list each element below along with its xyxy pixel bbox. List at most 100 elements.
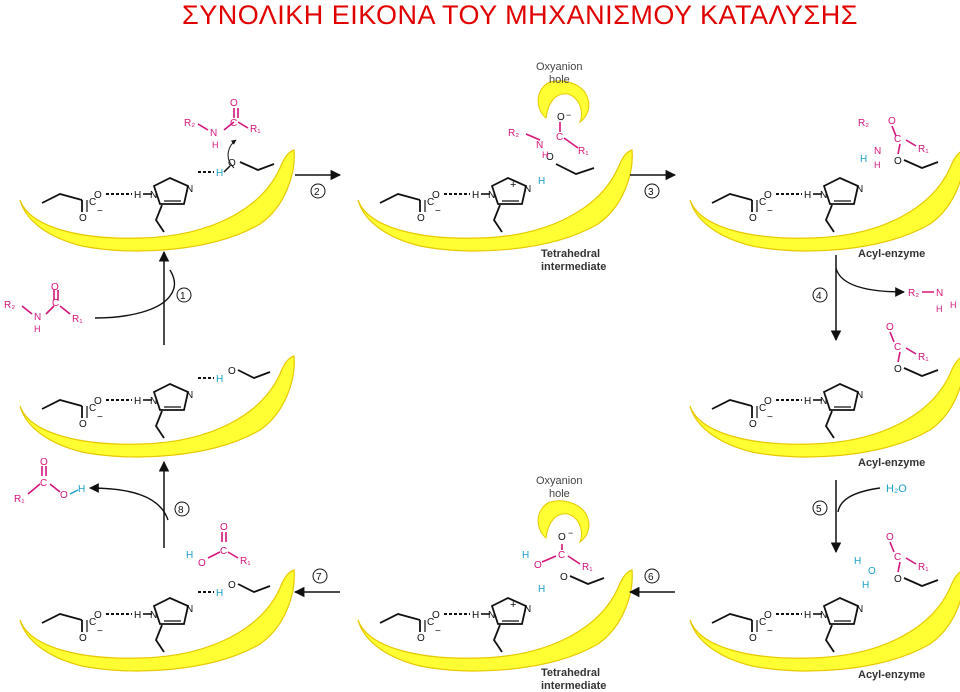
svg-text:1: 1	[180, 291, 186, 302]
svg-text:O: O	[894, 156, 902, 167]
step-1-arrow: 1	[94, 250, 192, 345]
panel-acyl-enzyme-water: O C O R₁ H O H	[689, 532, 960, 672]
released-amine: R₂ N H H	[908, 288, 957, 314]
svg-text:H: H	[862, 580, 869, 591]
panel-enzyme-substrate-complex: H O R₂ N H C O R₁	[19, 98, 296, 252]
svg-text:N: N	[936, 288, 943, 299]
svg-text:5: 5	[816, 504, 822, 515]
svg-text:2: 2	[314, 187, 320, 198]
svg-text:R₂: R₂	[908, 288, 919, 299]
svg-text:N: N	[34, 312, 41, 323]
svg-text:H: H	[538, 584, 545, 595]
oxyanion-hole-label: Oxyanion	[536, 61, 582, 73]
svg-text:C: C	[558, 550, 565, 561]
panel-tetrahedral-intermediate-2: H + O H O C O − R₁	[357, 500, 634, 672]
svg-text:C: C	[894, 342, 901, 353]
svg-text:H: H	[874, 160, 881, 170]
svg-text:H: H	[854, 556, 861, 567]
tetrahedral-label-b: Tetrahedral	[541, 667, 600, 679]
svg-text:H: H	[216, 374, 223, 385]
svg-text:O: O	[558, 532, 566, 543]
svg-text:C: C	[556, 132, 563, 143]
svg-text:N: N	[536, 140, 543, 151]
svg-text:R₂: R₂	[4, 300, 15, 311]
step-5-arrow: 5 H₂O	[812, 480, 907, 554]
panel-acyl-enzyme-1: H O C O R₁ R₂ N H	[689, 116, 960, 252]
svg-text:H: H	[542, 150, 549, 160]
svg-text:C: C	[894, 552, 901, 563]
svg-text:C: C	[52, 298, 59, 309]
svg-text:O: O	[230, 98, 238, 109]
oxyanion-hole-label-2: hole	[549, 74, 570, 86]
svg-text:H: H	[538, 176, 545, 187]
svg-text:O: O	[198, 558, 206, 569]
svg-text:H: H	[34, 324, 41, 334]
svg-text:H: H	[522, 550, 529, 561]
svg-text:R₁: R₁	[14, 494, 25, 505]
oxyanion-hole-label-b2: hole	[549, 488, 570, 500]
svg-text:O: O	[51, 282, 59, 293]
svg-text:O: O	[886, 322, 894, 333]
svg-text:O: O	[228, 580, 236, 591]
svg-text:O: O	[557, 112, 565, 123]
svg-text:O: O	[220, 522, 228, 533]
svg-text:H: H	[936, 304, 943, 314]
oxyanion-hole-label-b: Oxyanion	[536, 475, 582, 487]
svg-text:6: 6	[648, 572, 654, 583]
tetrahedral-label: Tetrahedral	[541, 248, 600, 260]
svg-text:R₂: R₂	[508, 128, 519, 139]
svg-text:C: C	[894, 134, 901, 145]
svg-text:R₁: R₁	[72, 314, 83, 325]
svg-text:C: C	[230, 118, 237, 129]
panel-free-enzyme-2: H O H O C O R₁	[19, 522, 296, 672]
svg-text:O: O	[40, 457, 48, 468]
svg-text:H: H	[950, 300, 957, 310]
svg-text:R₁: R₁	[918, 144, 929, 155]
svg-text:R₁: R₁	[250, 124, 261, 135]
step-6-arrow: 6	[628, 568, 675, 598]
svg-text:R₂: R₂	[858, 118, 869, 129]
step-7-arrow: 7	[293, 568, 340, 598]
panel-acyl-enzyme-2: O C O R₁	[689, 322, 960, 458]
svg-text:N: N	[210, 128, 217, 139]
svg-text:R₁: R₁	[578, 146, 589, 157]
svg-text:−: −	[568, 528, 573, 538]
svg-text:H: H	[186, 550, 193, 561]
acyl-enzyme-label-1: Acyl-enzyme	[858, 248, 925, 260]
svg-text:O: O	[60, 490, 68, 501]
svg-text:O: O	[560, 572, 568, 583]
svg-text:O: O	[228, 158, 236, 169]
svg-text:R₁: R₁	[240, 556, 251, 567]
svg-text:R₁: R₁	[918, 562, 929, 573]
svg-text:H: H	[860, 154, 867, 165]
step-2-arrow: 2	[295, 169, 342, 199]
svg-text:4: 4	[816, 291, 822, 302]
svg-text:O: O	[868, 566, 876, 577]
svg-text:C: C	[220, 546, 227, 557]
intermediate-label-b: intermediate	[541, 680, 606, 692]
svg-text:O: O	[546, 152, 554, 163]
svg-text:O: O	[888, 116, 896, 127]
svg-text:O: O	[228, 366, 236, 377]
acyl-enzyme-label-3: Acyl-enzyme	[858, 669, 925, 681]
svg-text:N: N	[874, 146, 881, 157]
acyl-enzyme-label-2: Acyl-enzyme	[858, 457, 925, 469]
svg-text:R₂: R₂	[184, 118, 195, 129]
intermediate-label: intermediate	[541, 261, 606, 273]
step-8-arrow: 8	[89, 460, 190, 548]
step-4-arrow: 4	[812, 255, 905, 342]
svg-text:O: O	[894, 364, 902, 375]
svg-text:H: H	[216, 588, 223, 599]
svg-text:+: +	[510, 179, 516, 191]
svg-text:H: H	[216, 168, 223, 179]
svg-text:O: O	[534, 560, 542, 571]
svg-text:+: +	[510, 599, 516, 611]
svg-text:R₁: R₁	[582, 562, 593, 573]
svg-text:H: H	[78, 484, 85, 495]
svg-text:H: H	[212, 140, 219, 150]
released-acid: R₁ C O O H	[14, 457, 85, 505]
free-substrate: R₂ N H C O R₁	[4, 282, 83, 334]
svg-text:C: C	[40, 478, 47, 489]
svg-text:8: 8	[178, 505, 184, 516]
